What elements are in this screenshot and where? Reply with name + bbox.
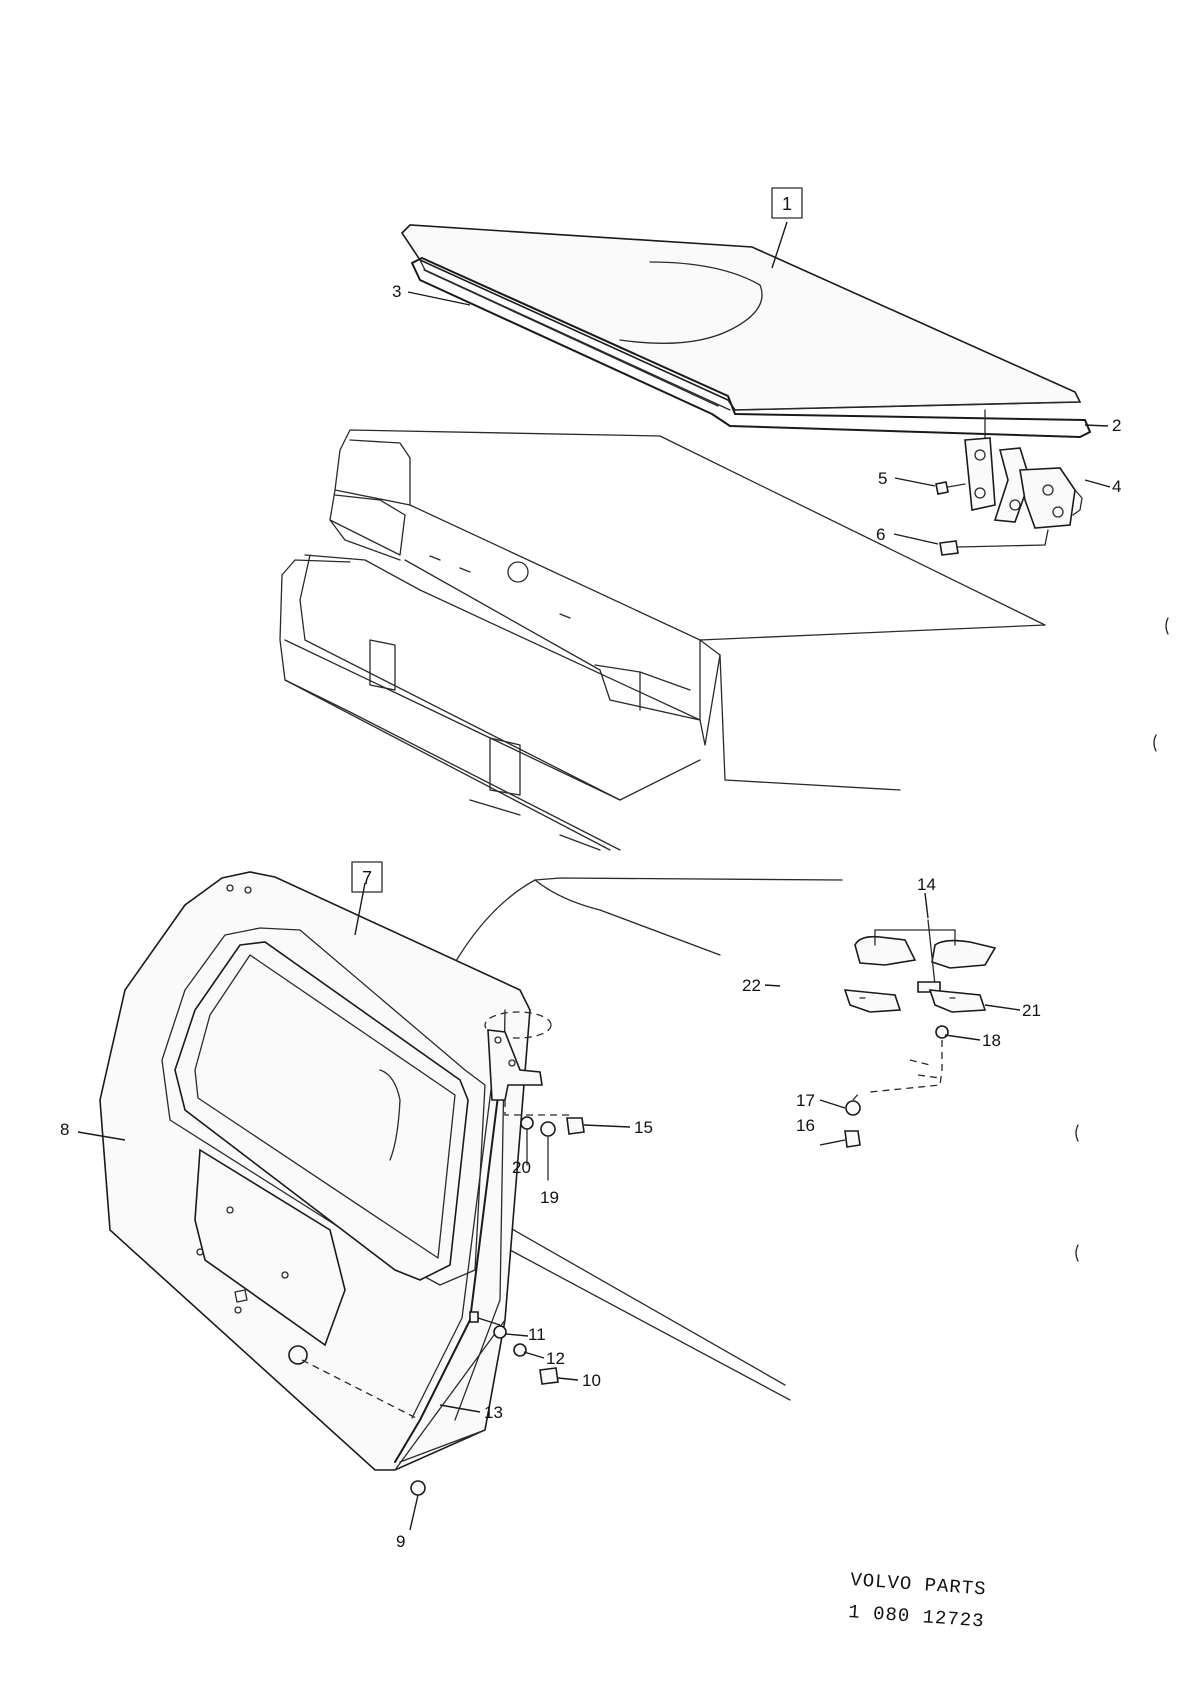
callout-17: 17 <box>796 1091 815 1110</box>
callout-16: 16 <box>796 1116 815 1135</box>
callout-1: 1 <box>782 194 792 214</box>
hinge-screws-15-19-20 <box>520 1116 585 1181</box>
callout-15: 15 <box>634 1118 653 1137</box>
callout-21: 21 <box>1022 1001 1041 1020</box>
callout-7: 7 <box>362 868 372 888</box>
callout-3: 3 <box>392 282 401 301</box>
volvo-parts-stamp: VOLVO PARTS 1 080 12723 <box>848 1569 988 1632</box>
callout-labels: 1 2 3 4 5 6 7 8 9 10 11 12 13 14 15 16 1… <box>60 187 1121 1551</box>
gas-strut-mounts <box>843 919 997 1013</box>
sedan-rear-body <box>279 429 1046 851</box>
callout-12: 12 <box>546 1349 565 1368</box>
strut-fasteners-16-17-18 <box>844 1025 949 1148</box>
margin-marks <box>1075 617 1169 1262</box>
callout-10: 10 <box>582 1371 601 1390</box>
hinge-bolt-6 <box>939 529 1049 556</box>
callout-19: 19 <box>540 1188 559 1207</box>
tailgate-hinge-bracket <box>484 1011 576 1129</box>
callout-22: 22 <box>742 976 761 995</box>
hinge-screw-5 <box>935 481 966 495</box>
callout-5: 5 <box>878 469 887 488</box>
callout-20: 20 <box>512 1158 531 1177</box>
lock-striker-parts-9-10-11-12 <box>301 1311 559 1496</box>
tailgate-seal <box>394 1079 501 1463</box>
tailgate <box>99 871 531 1471</box>
callout-18: 18 <box>982 1031 1001 1050</box>
callout-13: 13 <box>484 1403 503 1422</box>
callout-box-1 <box>771 187 803 219</box>
callout-4: 4 <box>1112 477 1121 496</box>
callout-2: 2 <box>1112 416 1121 435</box>
callout-11: 11 <box>528 1325 546 1344</box>
callout-9: 9 <box>396 1532 405 1551</box>
callout-6: 6 <box>876 525 885 544</box>
stamp-number: 1 080 12723 <box>848 1601 986 1632</box>
callout-14: 14 <box>917 875 936 894</box>
trunk-lid-seal <box>411 257 1091 438</box>
callout-8: 8 <box>60 1120 69 1139</box>
callout-box-7 <box>351 861 383 893</box>
hinge-assembly <box>964 409 1083 529</box>
stamp-title: VOLVO PARTS <box>850 1569 988 1600</box>
